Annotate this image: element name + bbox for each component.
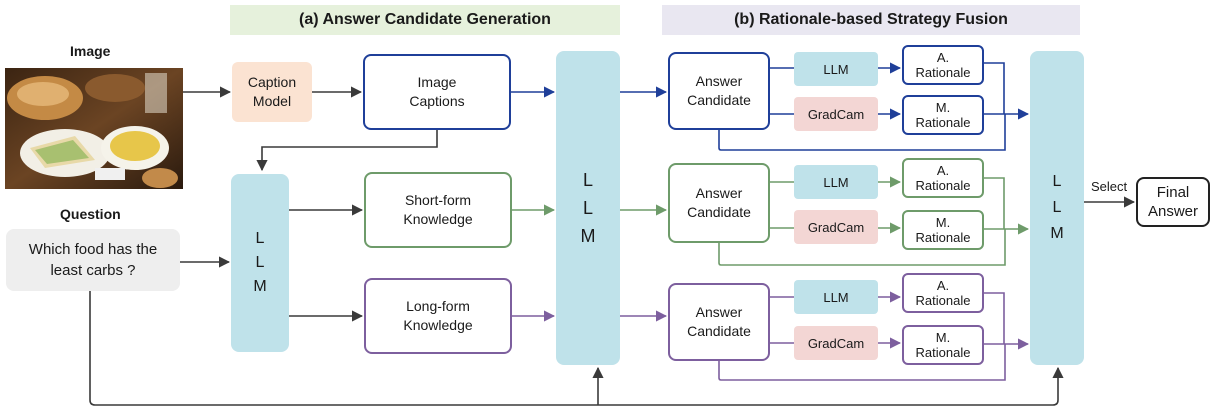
gradcam-box-3: GradCam xyxy=(794,326,878,360)
short-form-knowledge-box: Short-form Knowledge xyxy=(364,172,512,248)
cand3-bottom-loop xyxy=(718,344,1006,381)
answer-candidate-box-3: Answer Candidate xyxy=(668,283,770,361)
question-bottom-connector xyxy=(89,291,1064,406)
m-rationale-text-1: M. Rationale xyxy=(915,100,971,130)
final-answer-text: Final Answer xyxy=(1147,184,1199,220)
final-answer-box: Final Answer xyxy=(1136,177,1210,227)
gradcam-box-1: GradCam xyxy=(794,97,878,131)
answer-candidate-text-2: Answer Candidate xyxy=(687,185,751,220)
llm-right-text: L L M xyxy=(1050,173,1064,242)
a-rationale-box-2: A. Rationale xyxy=(902,158,984,198)
header-fusion-text: (b) Rationale-based Strategy Fusion xyxy=(734,11,1008,28)
gradcam-text-1: GradCam xyxy=(807,106,865,122)
short-form-text: Short-form Knowledge xyxy=(403,192,473,227)
llm-middle-text: L L M xyxy=(580,170,596,246)
long-form-text: Long-form Knowledge xyxy=(403,298,473,333)
llm-small-text-2: LLM xyxy=(823,174,849,190)
caption-model-text: Caption Model xyxy=(247,74,297,109)
header-rationale-strategy-fusion: (b) Rationale-based Strategy Fusion xyxy=(662,5,1080,35)
llm-small-3: LLM xyxy=(794,280,878,314)
answer-candidate-box-1: Answer Candidate xyxy=(668,52,770,130)
header-generation-text: (a) Answer Candidate Generation xyxy=(299,11,551,28)
answer-candidate-box-2: Answer Candidate xyxy=(668,163,770,243)
gradcam-text-3: GradCam xyxy=(807,335,865,351)
arat1-to-right xyxy=(984,62,1005,114)
a-rationale-box-3: A. Rationale xyxy=(902,273,984,313)
a-rationale-text-1: A. Rationale xyxy=(915,50,971,80)
m-rationale-text-2: M. Rationale xyxy=(915,215,971,245)
answer-candidate-text-3: Answer Candidate xyxy=(687,304,751,339)
llm-small-1: LLM xyxy=(794,52,878,86)
question-label: Question xyxy=(60,206,121,222)
gradcam-box-2: GradCam xyxy=(794,210,878,244)
image-captions-box: Image Captions xyxy=(363,54,511,130)
llm-left: L L M xyxy=(231,174,289,352)
header-answer-candidate-generation: (a) Answer Candidate Generation xyxy=(230,5,620,35)
llm-left-text: L L M xyxy=(253,230,267,295)
llm-middle: L L M xyxy=(556,51,620,365)
caption-model-box: Caption Model xyxy=(232,62,312,122)
long-form-knowledge-box: Long-form Knowledge xyxy=(364,278,512,354)
arat2-to-right xyxy=(984,177,1005,229)
image-captions-text: Image Captions xyxy=(409,74,465,109)
cand2-bottom-loop xyxy=(718,229,1006,266)
llm-small-text-1: LLM xyxy=(823,61,849,77)
llm-right: L L M xyxy=(1030,51,1084,365)
m-rationale-box-1: M. Rationale xyxy=(902,95,984,135)
answer-candidate-text-1: Answer Candidate xyxy=(687,73,751,108)
cand1-bottom-loop xyxy=(718,114,1006,151)
m-rationale-box-3: M. Rationale xyxy=(902,325,984,365)
food-image-illustration xyxy=(5,68,183,189)
m-rationale-box-2: M. Rationale xyxy=(902,210,984,250)
gradcam-text-2: GradCam xyxy=(807,219,865,235)
arat3-to-right xyxy=(984,292,1005,344)
food-image xyxy=(5,68,183,189)
a-rationale-box-1: A. Rationale xyxy=(902,45,984,85)
image-label: Image xyxy=(70,43,111,59)
question-box: Which food has the least carbs ? xyxy=(6,229,180,291)
arrow-captions-to-llm-left xyxy=(256,130,438,172)
llm-small-2: LLM xyxy=(794,165,878,199)
a-rationale-text-3: A. Rationale xyxy=(915,278,971,308)
llm-small-text-3: LLM xyxy=(823,289,849,305)
question-text: Which food has the least carbs ? xyxy=(28,241,158,279)
select-label: Select xyxy=(1091,179,1128,194)
m-rationale-text-3: M. Rationale xyxy=(915,330,971,360)
a-rationale-text-2: A. Rationale xyxy=(915,163,971,193)
